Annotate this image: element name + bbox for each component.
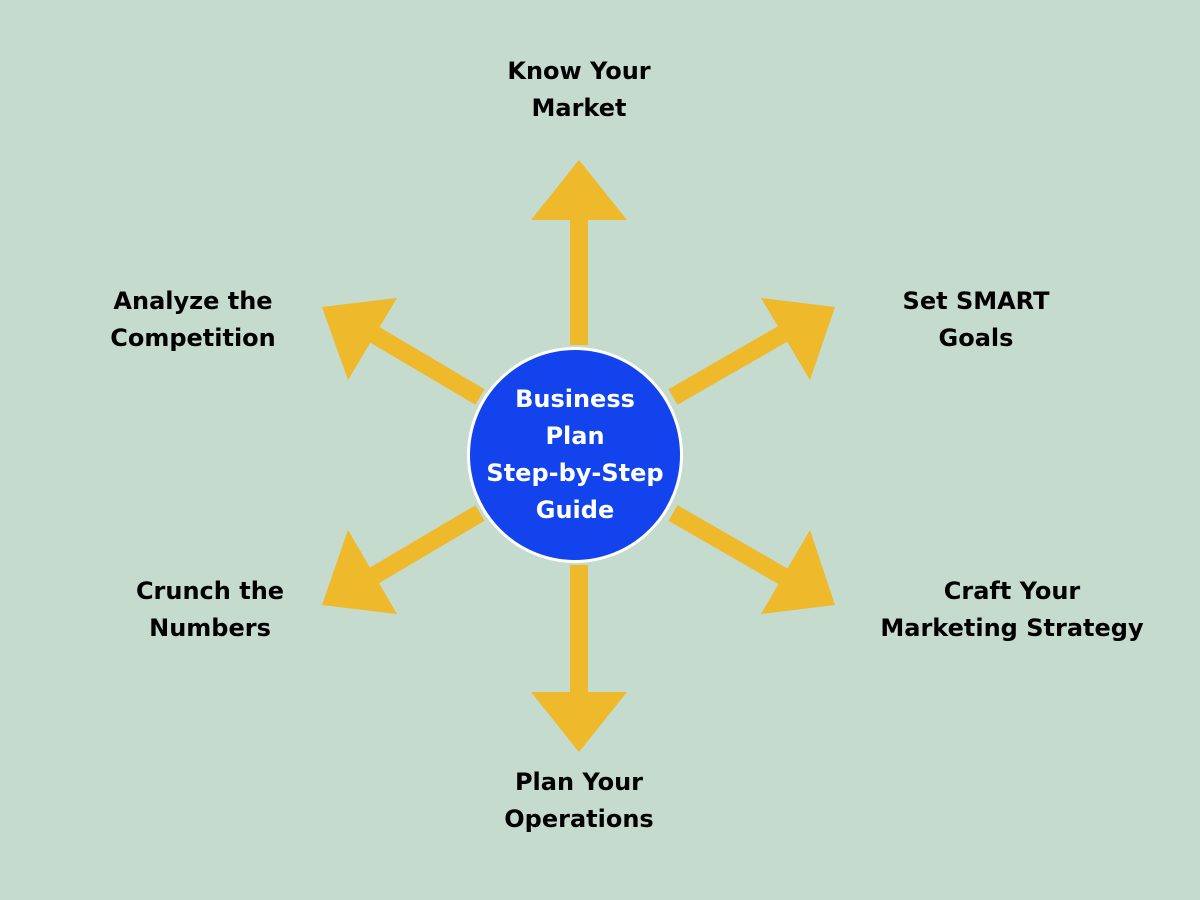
arrow-down-left [322, 505, 485, 614]
step-label-craft-marketing-strategy: Craft Your Marketing Strategy [880, 577, 1144, 642]
step-label-set-smart-goals: Set SMART Goals [902, 287, 1050, 352]
step-label-know-your-market: Know Your Market [507, 57, 651, 122]
arrow-down-right [668, 505, 835, 614]
arrow-down [531, 565, 627, 752]
arrow-up [531, 160, 627, 345]
step-label-crunch-numbers: Crunch the Numbers [135, 577, 285, 642]
arrow-up-right [668, 298, 835, 405]
step-label-plan-operations: Plan Your Operations [504, 768, 654, 833]
center-circle: Business Plan Step-by-Step Guide [467, 347, 683, 563]
step-label-analyze-competition: Analyze the Competition [110, 287, 276, 352]
center-title: Business Plan Step-by-Step Guide [486, 385, 664, 524]
arrow-up-left [322, 298, 485, 405]
